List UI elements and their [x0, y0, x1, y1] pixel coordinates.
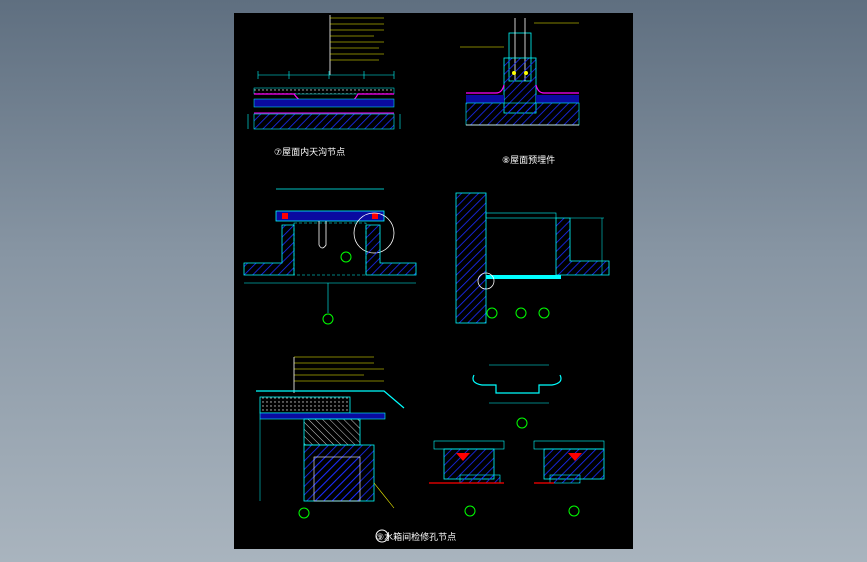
detail-7-drawing — [247, 15, 401, 130]
detail-7-caption: ⑦屋面内天沟节点 — [274, 146, 345, 158]
detail-8-caption: ⑧屋面预埋件 — [502, 154, 555, 166]
channel-detail-drawing — [472, 364, 562, 429]
wall-section-drawing — [455, 192, 610, 324]
detail-8-drawing — [460, 18, 580, 126]
detail-9-marker — [375, 529, 389, 543]
cad-drawing-sheet: ⑦屋面内天沟节点 ⑧屋面预埋件 — [234, 13, 633, 549]
detail-9-caption: ⑨水箱间检修孔节点 — [376, 531, 456, 543]
detail-9-drawing — [256, 356, 405, 519]
access-hatch-detail-a — [429, 440, 505, 517]
access-hatch-detail-b — [533, 440, 605, 517]
gutter-section-drawing — [243, 188, 417, 325]
